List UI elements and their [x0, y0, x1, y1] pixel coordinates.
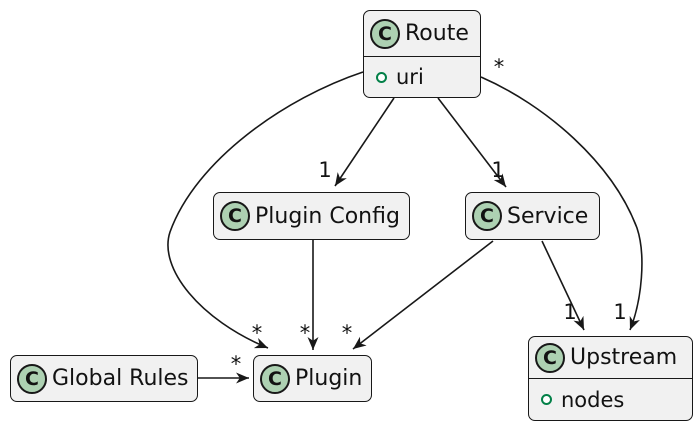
class-icon: C	[535, 342, 565, 373]
class-header: C Service	[466, 193, 599, 239]
multiplicity-label: *	[252, 321, 263, 345]
class-name: Plugin	[295, 366, 363, 391]
multiplicity-label: 1	[491, 158, 504, 182]
field-icon	[376, 71, 387, 83]
class-icon: C	[260, 363, 290, 394]
class-header: C Plugin Config	[214, 193, 409, 239]
multiplicity-label: *	[300, 321, 311, 345]
class-fields: uri	[364, 56, 480, 97]
field-name: uri	[396, 65, 424, 89]
class-node-plugin: C Plugin	[253, 355, 372, 402]
class-icon: C	[17, 363, 47, 394]
class-icon: C	[370, 18, 400, 49]
edge-route-to-service	[437, 97, 507, 188]
field-name: nodes	[561, 387, 625, 412]
edge-service-to-upstream	[541, 240, 585, 331]
class-header: C Global Rules	[11, 356, 197, 401]
class-header: C Upstream	[529, 337, 692, 378]
class-name: Global Rules	[52, 366, 189, 391]
edge-route-to-plugin	[167, 71, 364, 349]
edge-service-to-plugin	[352, 240, 494, 350]
multiplicity-label: *	[342, 321, 353, 345]
class-name: Route	[405, 21, 469, 46]
class-name: Service	[507, 203, 589, 229]
class-node-route: C Route uri	[363, 10, 481, 98]
class-icon: C	[220, 201, 250, 231]
class-name: Plugin Config	[255, 203, 400, 229]
class-node-upstream: C Upstream nodes	[528, 336, 693, 421]
class-node-plugin-config: C Plugin Config	[213, 192, 410, 240]
edge-route-to-plugin-config	[334, 97, 395, 187]
field-icon	[541, 394, 552, 405]
edge-route-to-upstream	[480, 76, 643, 331]
class-header: C Plugin	[254, 356, 371, 401]
class-header: C Route	[364, 11, 480, 56]
class-node-service: C Service	[465, 192, 600, 240]
multiplicity-label: *	[494, 55, 505, 79]
class-name: Upstream	[570, 345, 678, 370]
class-icon: C	[472, 201, 502, 231]
multiplicity-label: *	[231, 352, 242, 376]
multiplicity-label: 1	[318, 158, 331, 182]
multiplicity-label: 1	[613, 300, 626, 324]
multiplicity-label: 1	[563, 300, 576, 324]
class-fields: nodes	[529, 378, 692, 420]
class-node-global-rules: C Global Rules	[10, 355, 198, 402]
